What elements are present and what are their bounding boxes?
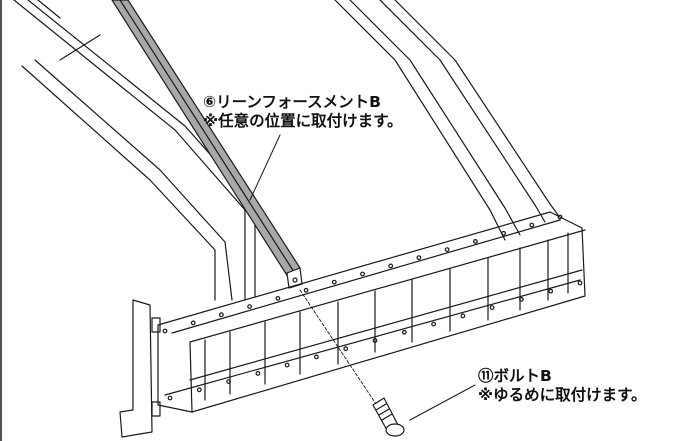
- callout-part6: ⑥リーンフォースメントB ※任意の位置に取付けます。: [203, 93, 403, 131]
- rivet-hole: [190, 320, 196, 326]
- part6-note: ※任意の位置に取付けます。: [203, 112, 403, 130]
- rivet-hole: [303, 287, 309, 293]
- rivet-hole: [388, 263, 394, 269]
- rivet-hole: [314, 354, 319, 360]
- callout-part11: ⑪ボルトB ※ゆるめに取付けます。: [478, 367, 647, 405]
- mounting-bracket: [119, 299, 161, 438]
- right-frame-rail: [334, 0, 559, 241]
- rivet-hole: [162, 328, 168, 334]
- rivet-hole: [255, 371, 261, 376]
- part11-note: ※ゆるめに取付けます。: [478, 386, 647, 404]
- rivet-hole: [529, 222, 535, 228]
- rivet-hole: [331, 279, 337, 285]
- rivet-hole: [401, 329, 407, 335]
- bolt-b: [299, 289, 405, 437]
- rivet-hole: [167, 395, 173, 401]
- leader-line-part6: [249, 134, 281, 201]
- rivet-hole: [431, 321, 437, 327]
- rivet-hole: [557, 214, 563, 220]
- front-end-frame: [157, 211, 586, 413]
- rivet-hole: [226, 379, 232, 385]
- part11-name: ⑪ボルトB: [478, 367, 552, 385]
- rivet-hole: [489, 305, 495, 311]
- rivet-hole: [284, 362, 290, 368]
- rivet-hole: [343, 346, 349, 352]
- part6-name: ⑥リーンフォースメントB: [203, 93, 381, 111]
- rivet-hole: [577, 280, 583, 286]
- rivet-hole: [501, 230, 507, 236]
- rivet-hole: [473, 238, 478, 244]
- rivet-hole: [247, 304, 253, 310]
- rivet-hole: [416, 255, 422, 261]
- rivet-hole: [218, 312, 224, 318]
- rivet-hole: [360, 271, 365, 277]
- leader-line-part11: [409, 384, 476, 421]
- rivet-hole: [444, 247, 450, 253]
- rivet-hole: [460, 313, 466, 319]
- reinforcement-b: [111, 0, 303, 289]
- rivet-hole: [275, 296, 281, 301]
- rivet-hole: [372, 338, 378, 343]
- rivet-hole: [548, 288, 554, 294]
- rivet-hole: [519, 297, 524, 302]
- rivet-hole: [196, 387, 202, 393]
